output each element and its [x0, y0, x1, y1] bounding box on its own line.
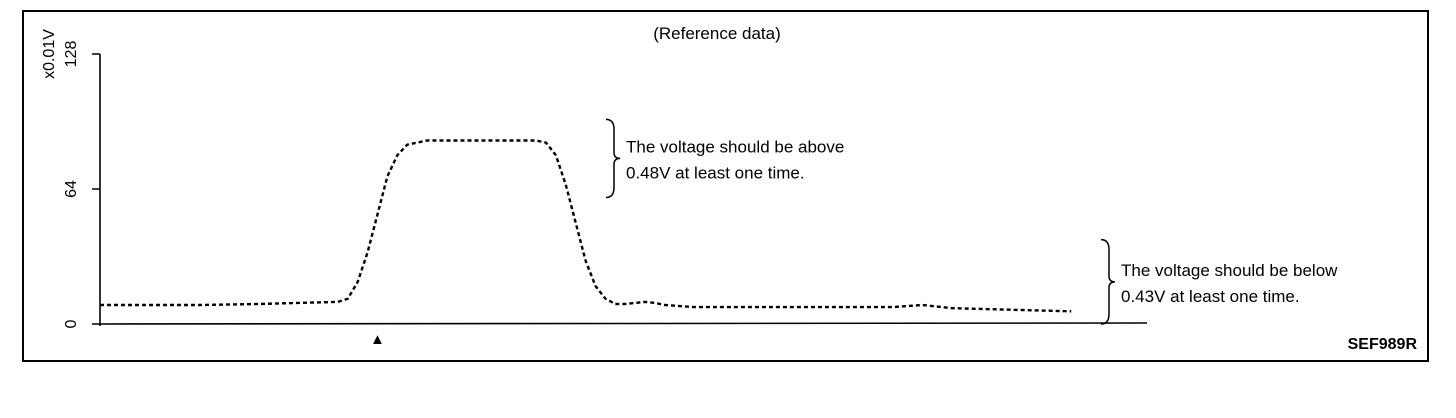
y-tick-label-2: 128 — [63, 41, 80, 68]
y-axis-label-group: x0.01V — [41, 29, 58, 79]
annotation-0-line-0: The voltage should be above — [626, 137, 844, 156]
series-group — [100, 139, 1072, 313]
chart-frame: (Reference data) x0.01V 0 64 128 ▲ The vol… — [22, 10, 1429, 362]
annotation-1-line-1: 0.43V at least one time. — [1121, 287, 1300, 306]
annotations-group: The voltage should be above 0.48V at leas… — [605, 118, 1338, 325]
annotation-0-line-1: 0.48V at least one time. — [626, 163, 805, 182]
annotation-1-line-0: The voltage should be below — [1121, 261, 1338, 280]
y-axis-label: x0.01V — [41, 29, 58, 79]
chart-title: (Reference data) — [653, 24, 781, 43]
trigger-marker: ▲ — [370, 331, 385, 348]
y-tick-label-0: 0 — [63, 319, 80, 328]
series-line-0 — [100, 139, 1072, 313]
annotation-brace-0 — [605, 118, 621, 199]
voltage-chart: (Reference data) x0.01V 0 64 128 ▲ The vol… — [41, 24, 1418, 353]
figure-code: SEF989R — [1348, 336, 1418, 353]
x-axis — [99, 322, 1148, 325]
annotation-brace-1 — [1100, 238, 1116, 325]
y-axis-ticks: 0 64 128 — [63, 41, 100, 328]
y-tick-label-1: 64 — [63, 180, 80, 198]
